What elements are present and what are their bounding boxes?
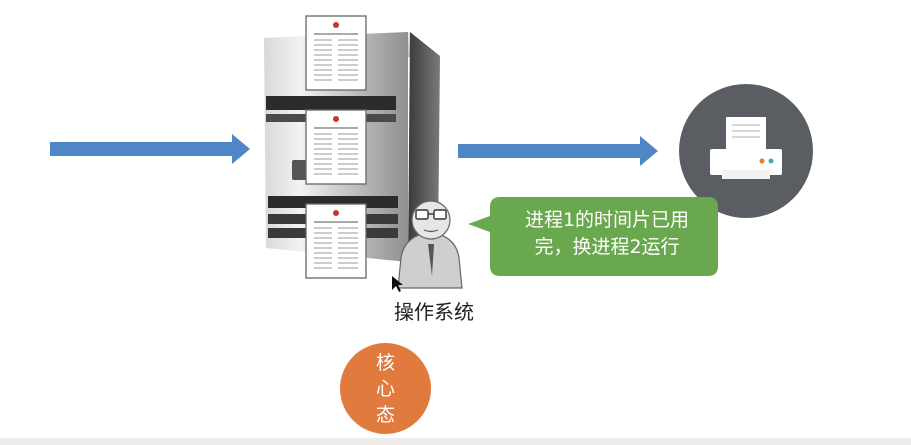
printer-icon	[679, 84, 813, 218]
mouse-cursor-icon	[392, 276, 403, 292]
speech-bubble	[468, 197, 718, 276]
document-icon	[305, 15, 367, 91]
document-icon	[305, 109, 367, 185]
output-arrow-icon	[458, 136, 658, 166]
kernel-mode-char-1: 核	[375, 352, 395, 374]
document-icon	[305, 203, 367, 279]
bottom-divider	[0, 438, 911, 445]
kernel-mode-badge: 核 心 态	[340, 343, 431, 434]
input-arrow-icon	[50, 134, 250, 164]
kernel-mode-char-2: 心	[375, 378, 395, 400]
speech-bubble-line2: 完，换进程2运行	[534, 236, 680, 258]
kernel-mode-char-3: 态	[375, 404, 395, 426]
speech-bubble-line1: 进程1的时间片已用	[524, 209, 690, 231]
os-label: 操作系统	[394, 300, 474, 324]
speech-bubble-text: 进程1的时间片已用 完，换进程2运行	[496, 207, 718, 261]
operating-system-person-icon	[397, 200, 463, 289]
